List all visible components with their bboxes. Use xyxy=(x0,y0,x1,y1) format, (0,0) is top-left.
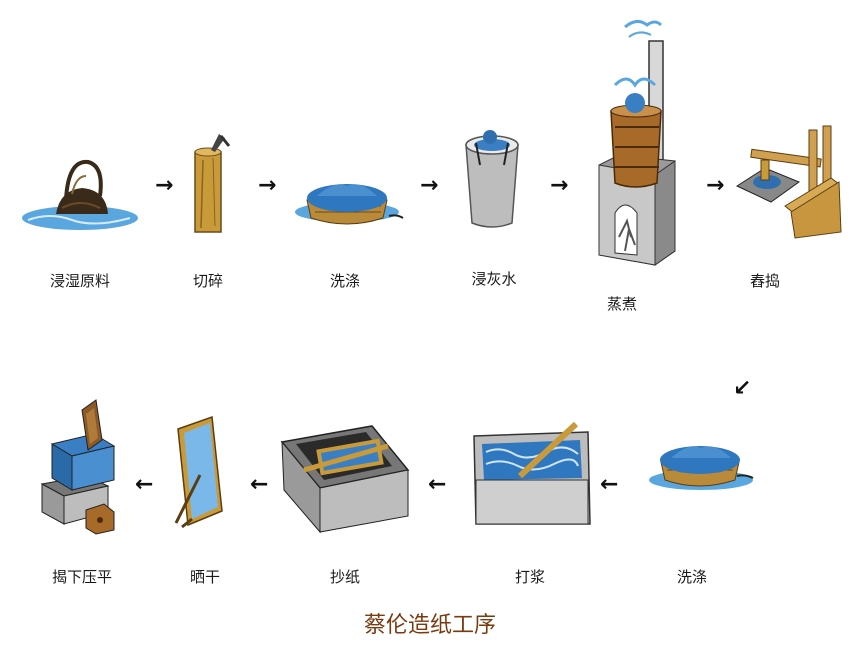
arrow-left-icon: ← xyxy=(600,472,619,497)
step-label: 揭下压平 xyxy=(51,568,113,586)
step-beat-pulp xyxy=(470,420,595,530)
paper-mould-vat-icon xyxy=(280,425,410,534)
step-dry xyxy=(170,415,230,530)
step-label: 舂捣 xyxy=(749,272,781,290)
step-label: 打浆 xyxy=(514,568,546,586)
arrow-left-icon: ← xyxy=(428,472,447,497)
step-label: 蒸煮 xyxy=(606,295,638,313)
arrow-left-icon: ← xyxy=(135,472,154,497)
step-pound xyxy=(735,120,845,240)
washing-basket-icon xyxy=(649,446,754,490)
arrow-down-left-icon: ↙ xyxy=(733,376,752,401)
step-label: 洗涤 xyxy=(676,568,708,586)
step-wash xyxy=(295,160,405,240)
step-label: 晒干 xyxy=(189,568,221,586)
washing-basket-icon xyxy=(295,184,404,225)
step-chop xyxy=(185,130,235,240)
step-wash-2 xyxy=(645,432,755,512)
arrow-right-icon: → xyxy=(420,173,439,198)
step-label: 切碎 xyxy=(192,272,224,290)
step-steam-boil xyxy=(585,15,685,275)
step-label: 抄纸 xyxy=(329,568,361,586)
press-stack-icon xyxy=(40,399,116,535)
steaming-stove-icon xyxy=(598,20,676,266)
step-label: 浸湿原料 xyxy=(49,272,111,290)
pulp-vat-icon xyxy=(473,421,591,525)
arrow-right-icon: → xyxy=(550,173,569,198)
step-soak-raw-material xyxy=(20,150,140,250)
lime-water-bucket-icon xyxy=(465,130,519,228)
arrow-right-icon: → xyxy=(706,173,725,198)
step-label: 浸灰水 xyxy=(471,270,517,288)
pounding-mortar-icon xyxy=(735,125,842,239)
soaking-basket-icon xyxy=(22,159,138,230)
step-label: 洗涤 xyxy=(329,272,361,290)
step-make-sheet xyxy=(280,420,410,535)
drying-frame-icon xyxy=(174,415,223,529)
chopping-block-icon xyxy=(194,134,231,233)
arrow-left-icon: ← xyxy=(250,472,269,497)
arrow-right-icon: → xyxy=(155,173,174,198)
step-lime-water xyxy=(462,125,522,235)
diagram-caption: 蔡伦造纸工序 xyxy=(363,613,497,638)
step-peel-press xyxy=(38,399,123,535)
arrow-right-icon: → xyxy=(258,173,277,198)
